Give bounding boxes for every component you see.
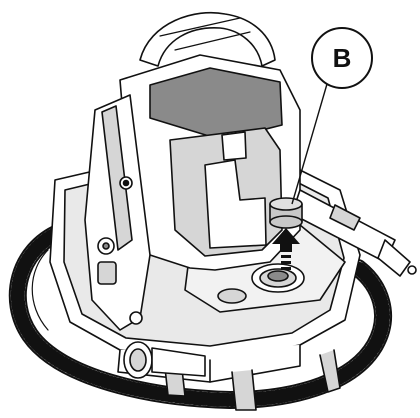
callout-leader: [291, 83, 328, 205]
coiled-hose: [8, 223, 392, 409]
callout-letter: B: [333, 43, 352, 73]
spray-wand: [291, 189, 417, 277]
hose-connector: [123, 341, 206, 379]
valve-cap: [269, 197, 303, 229]
carry-handle: [139, 11, 276, 67]
callout-badge: B: [311, 27, 373, 89]
side-panel: [84, 94, 151, 331]
up-arrow-icon: [272, 228, 300, 270]
